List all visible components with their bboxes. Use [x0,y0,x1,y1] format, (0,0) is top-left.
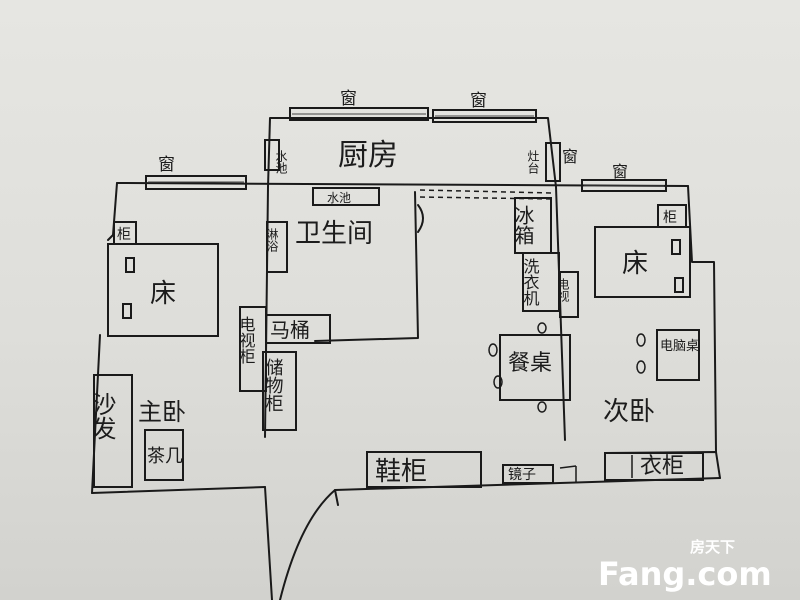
sink-kitchen-box [264,139,280,171]
label-sofa: 沙发 [88,392,116,440]
label-sink-kitchen: 水池 [274,150,288,174]
coffee-table-box [144,429,184,481]
wall-left-bend [107,234,114,241]
label-tv-cabinet: 电视柜 [237,316,256,364]
sink-bath-box [312,187,380,206]
label-cabinet-right: 柜 [663,210,677,226]
bed-left-pillow-2 [122,303,132,319]
label-wardrobe: 衣柜 [640,454,684,479]
label-tv-small: 电视 [556,278,570,302]
chair-6 [636,360,646,374]
label-cabinet-left: 柜 [117,227,131,243]
label-sink-bath: 水池 [327,191,351,205]
label-desk: 电脑桌 [660,339,699,354]
shoe-cabinet-box [366,451,482,488]
storage-cabinet-box [262,351,297,431]
label-toilet: 马桶 [270,318,310,342]
label-coffee-table: 茶几 [147,446,183,467]
window-top-right [432,109,537,123]
label-kitchen: 厨房 [338,138,398,173]
chair-4 [537,401,547,413]
chair-5 [636,333,646,347]
watermark-cn: 房天下 [690,538,735,556]
shower-box [266,221,288,273]
chair-3 [493,375,503,389]
sofa-box [93,374,133,488]
bed-right-box [594,226,691,298]
wall-bath-right [314,191,419,342]
tv-cabinet-box [239,306,267,392]
toilet-box [265,314,331,344]
bed-right-pillow-2 [674,277,684,293]
label-master-bedroom: 主卧 [138,398,186,426]
tv-small-box [559,271,579,318]
mirror-box [502,464,554,484]
dining-table-box [499,334,571,401]
label-window-top-right: 窗 [470,91,487,111]
watermark-en: Fang.com [598,555,772,593]
label-bed-left: 床 [150,279,176,309]
label-washer: 洗衣机 [521,258,540,307]
bath-door [417,204,424,233]
label-window-top-left: 窗 [340,89,357,109]
label-second-bedroom: 次卧 [603,397,655,427]
label-mirror: 镜子 [508,467,536,483]
bed-right-pillow-1 [671,239,681,255]
label-window-right: 窗 [612,162,628,181]
window-top-left [289,107,429,121]
chair-2 [488,343,498,357]
wall-kitchen [267,117,557,188]
label-storage-cabinet: 储物柜 [263,358,284,412]
label-dining-table: 餐桌 [508,351,552,376]
label-fridge: 冰箱 [511,205,535,245]
bed-left-pillow-1 [125,257,135,273]
desk-box [656,329,700,381]
label-stove: 灶台 [526,150,540,174]
bed-left-box [107,243,219,337]
window-left [145,175,247,190]
stove-box [545,142,561,182]
label-bed-right: 床 [622,249,648,279]
chair-1 [537,322,547,334]
entrance-door [264,486,339,600]
window-right [581,179,667,192]
label-bathroom: 卫生间 [295,219,373,249]
watermark: 房天下 Fang.com [598,538,772,593]
label-shower: 淋浴 [265,228,279,253]
label-shoe-cabinet: 鞋柜 [375,457,427,487]
label-window-left: 窗 [158,155,175,175]
wardrobe-box [604,452,704,481]
label-window-right-2: 窗 [562,147,578,166]
wall-outer-right [687,185,717,453]
